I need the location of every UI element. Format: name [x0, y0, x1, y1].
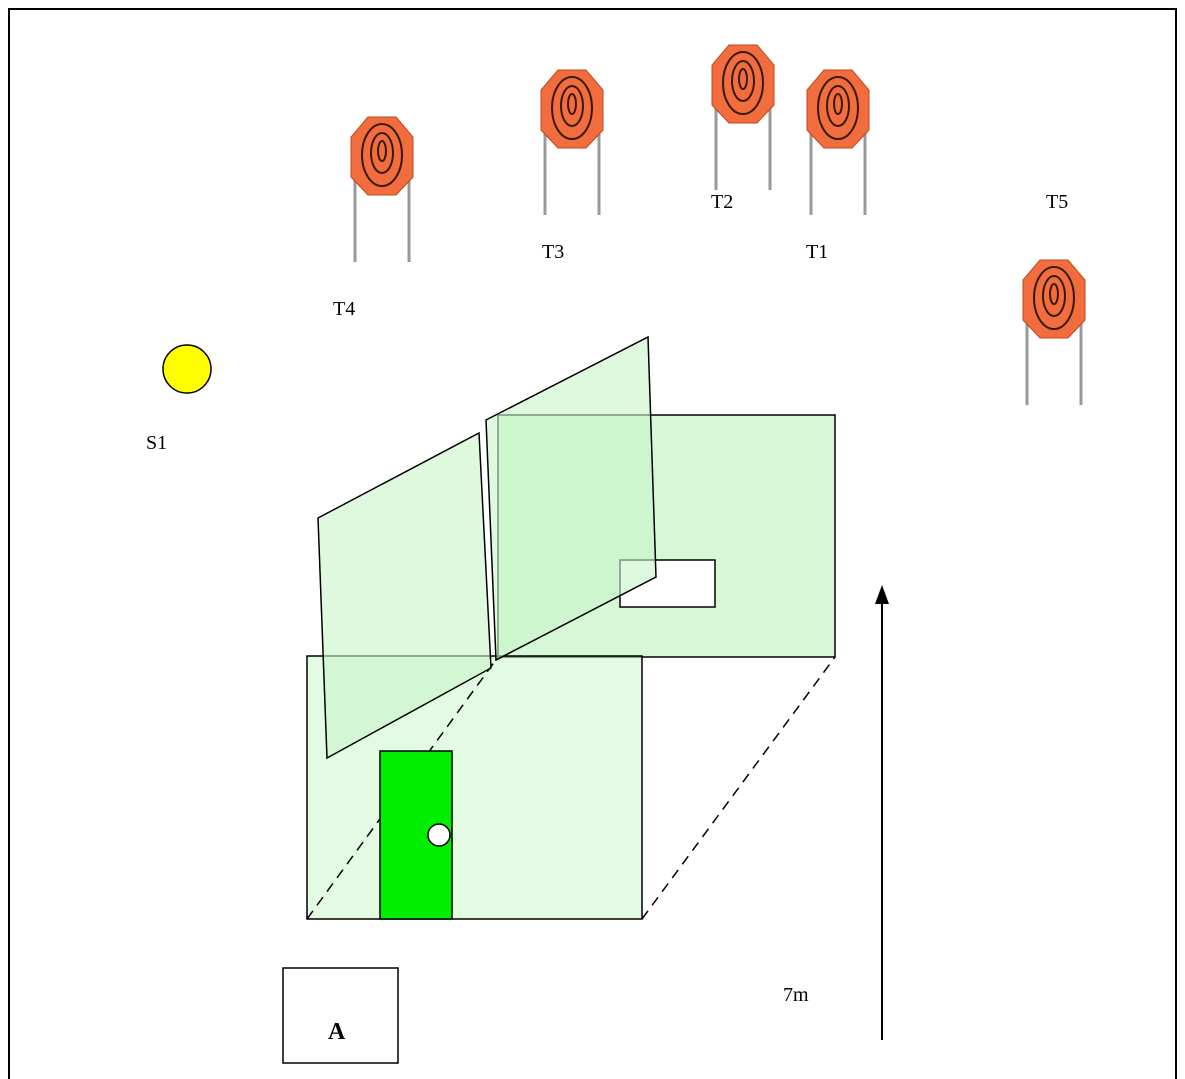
target-t1-icon — [805, 68, 871, 217]
up-arrow-icon — [875, 585, 889, 604]
target-label-t2: T2 — [711, 191, 734, 213]
area-label: A — [328, 1019, 346, 1045]
target-label-t1: T1 — [806, 241, 829, 263]
tilted-panel-left — [317, 431, 492, 760]
door-handle — [427, 823, 451, 847]
target-t4-icon — [349, 115, 415, 264]
start-label: S1 — [146, 432, 168, 454]
target-t5-icon — [1021, 258, 1087, 407]
frame-border — [8, 8, 1177, 1079]
start-position-circle-icon — [162, 344, 212, 394]
target-label-t4: T4 — [333, 298, 356, 320]
target-label-t3: T3 — [542, 241, 565, 263]
target-t3-icon — [539, 68, 605, 217]
target-t2-icon — [710, 43, 776, 192]
tilted-panel-right — [485, 335, 657, 662]
distance-label: 7m — [783, 984, 809, 1006]
target-label-t5: T5 — [1046, 191, 1069, 213]
area-box — [282, 967, 399, 1064]
depth-line-right — [641, 656, 836, 920]
